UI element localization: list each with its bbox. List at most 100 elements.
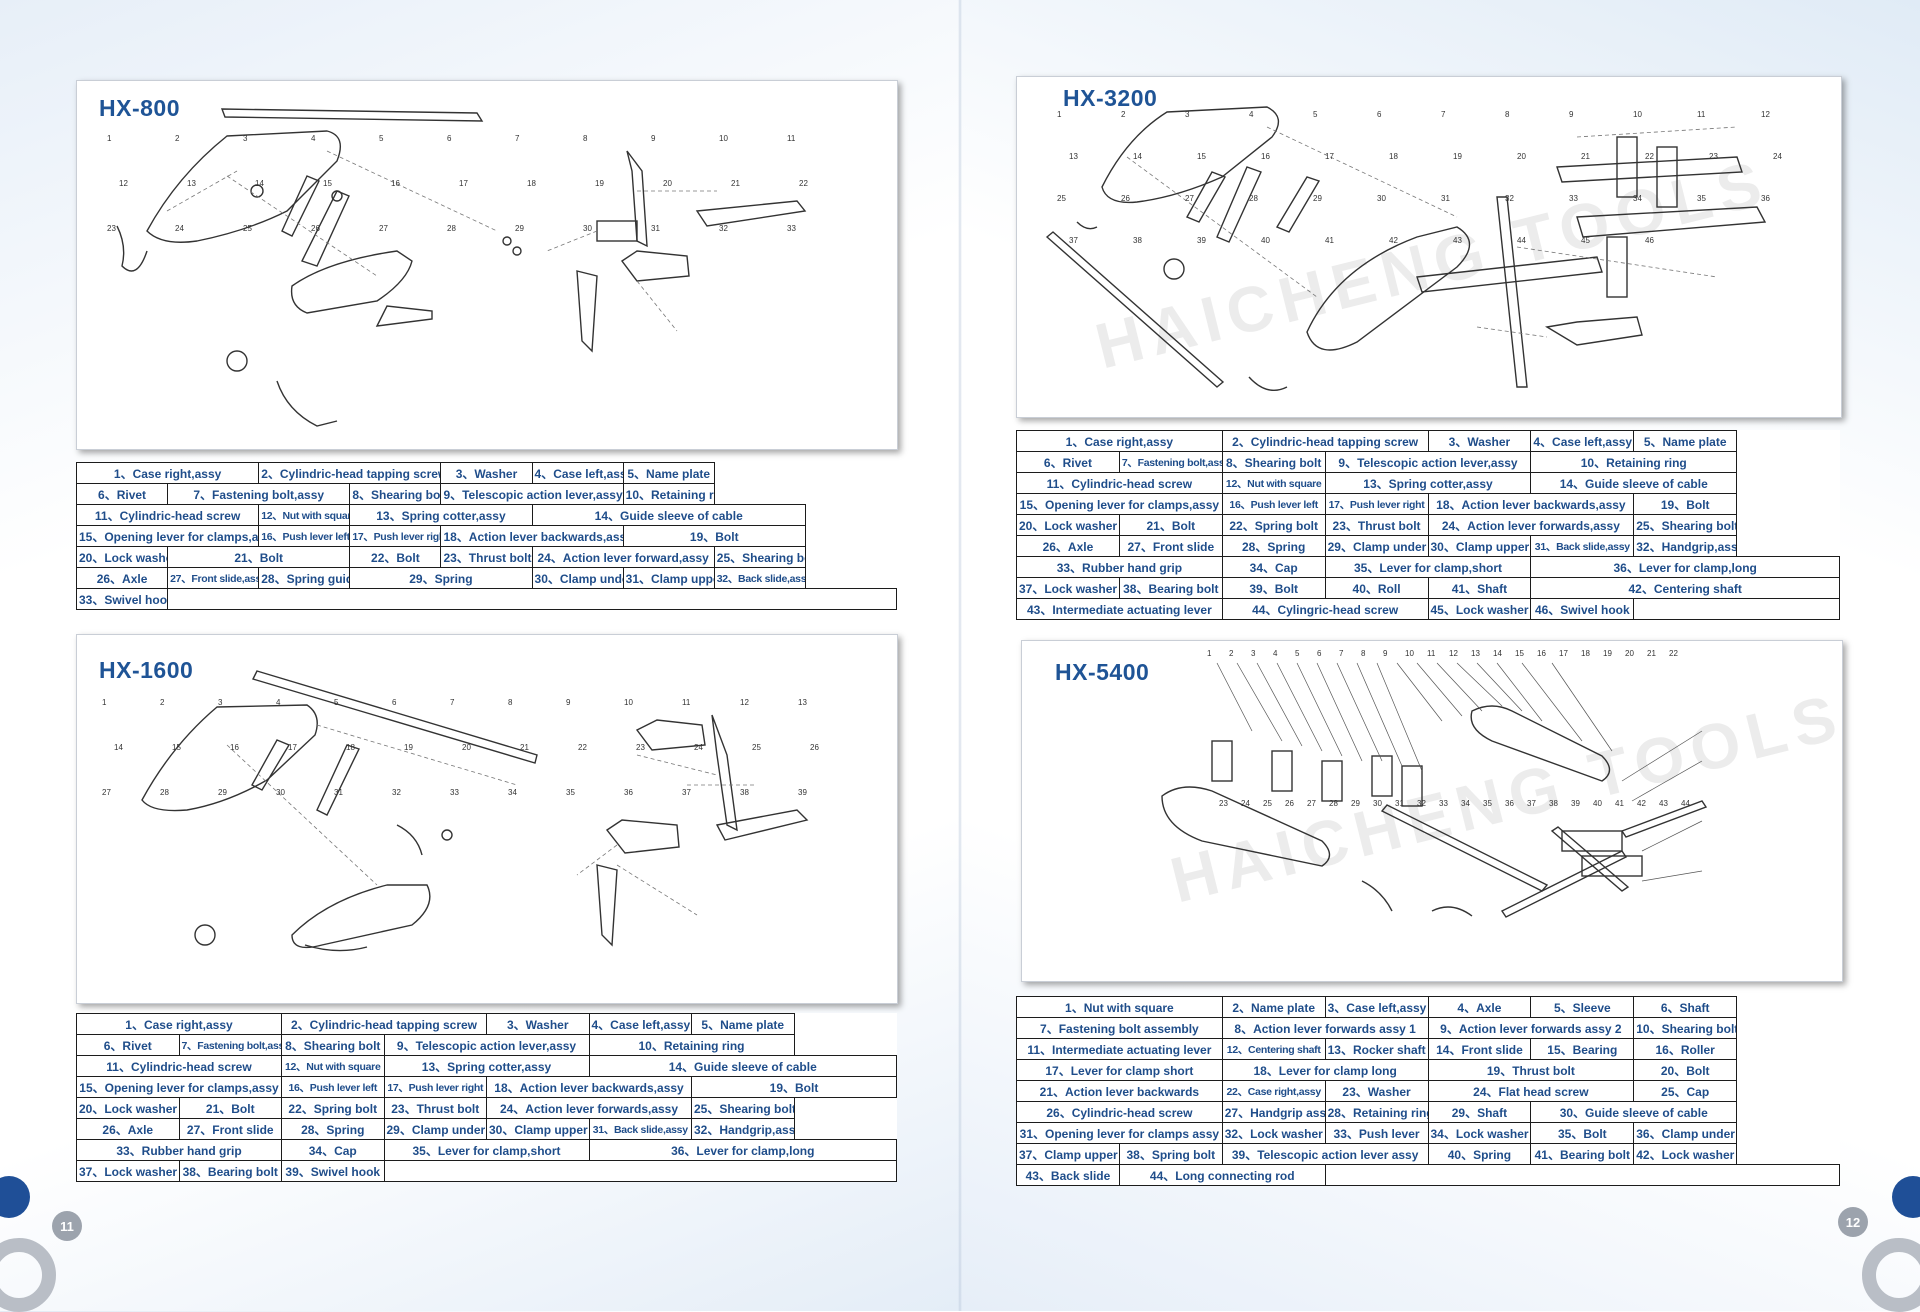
- part-cell: 21、Bolt: [167, 546, 351, 568]
- callout-number: 1: [102, 698, 107, 707]
- callout-number: 32: [719, 224, 728, 233]
- part-cell: 39、Swivel hook: [281, 1160, 385, 1182]
- callout-number: 23: [1219, 799, 1228, 808]
- callout-number: 15: [323, 179, 332, 188]
- part-cell: 3、Case left,assy: [1324, 996, 1429, 1018]
- part-cell: 12、Nut with square: [281, 1055, 385, 1077]
- callout-number: 33: [450, 788, 459, 797]
- hx800-parts-row: 33、Swivel hook: [75, 588, 897, 610]
- callout-number: 10: [1405, 649, 1414, 658]
- callout-number: 29: [515, 224, 524, 233]
- part-cell: 5、Name plate: [622, 462, 715, 484]
- part-cell: 43、Intermediate actuating lever: [1016, 598, 1223, 620]
- callout-number: 8: [1361, 649, 1366, 658]
- callout-number: 32: [1417, 799, 1426, 808]
- callout-number: 29: [1351, 799, 1360, 808]
- part-cell: 4、Case left,assy: [1530, 430, 1635, 452]
- callout-number: 27: [102, 788, 111, 797]
- callout-number: 33: [1569, 194, 1578, 203]
- callout-number: 19: [404, 743, 413, 752]
- part-cell: 39、Bolt: [1221, 577, 1326, 599]
- hx5400-diagram-panel: HX-5400 HAICHENG TOOLS: [1021, 640, 1843, 982]
- callout-number: 37: [682, 788, 691, 797]
- callout-number: 43: [1453, 236, 1462, 245]
- callout-number: 26: [311, 224, 320, 233]
- part-cell: 25、Shearing bolt: [691, 1097, 795, 1119]
- part-cell: 31、Back slide,assy: [1530, 535, 1635, 557]
- callout-number: 30: [276, 788, 285, 797]
- part-cell: 9、Telescopic action lever,assy: [1324, 451, 1532, 473]
- callout-number: 17: [288, 743, 297, 752]
- callout-number: 18: [527, 179, 536, 188]
- callout-number: 38: [1133, 236, 1142, 245]
- callout-number: 11: [1697, 110, 1706, 119]
- callout-number: 27: [379, 224, 388, 233]
- part-cell: 7、Fastening bolt,assy: [1118, 451, 1223, 473]
- hx3200-title: HX-3200: [1063, 85, 1158, 111]
- right-page-number: 12: [1838, 1207, 1868, 1237]
- part-cell: 21、Action lever backwards: [1016, 1080, 1223, 1102]
- callout-number: 20: [1517, 152, 1526, 161]
- part-cell: 4、Case left,assy: [531, 462, 624, 484]
- part-cell: 18、Action lever backwards,assy: [486, 1076, 692, 1098]
- callout-number: 20: [462, 743, 471, 752]
- part-cell: 6、Rivet: [76, 1034, 180, 1056]
- part-cell: 14、Guide sleeve of cable: [531, 504, 806, 526]
- callout-number: 5: [334, 698, 339, 707]
- callout-number: 9: [1383, 649, 1388, 658]
- callout-number: 4: [276, 698, 281, 707]
- callout-number: 13: [187, 179, 196, 188]
- callout-number: 37: [1069, 236, 1078, 245]
- part-cell: 3、Washer: [486, 1013, 590, 1035]
- part-cell: 11、Intermediate actuating lever: [1016, 1038, 1223, 1060]
- callout-number: 12: [1449, 649, 1458, 658]
- callout-number: 24: [175, 224, 184, 233]
- part-cell: 31、Opening lever for clamps assy: [1016, 1122, 1223, 1144]
- callout-number: 30: [1373, 799, 1382, 808]
- part-cell: 5、Sleeve: [1530, 996, 1635, 1018]
- callout-number: 5: [1295, 649, 1300, 658]
- part-cell: 26、Cylindric-head screw: [1016, 1101, 1223, 1123]
- part-cell: 41、Shaft: [1427, 577, 1532, 599]
- callout-number: 1: [107, 134, 112, 143]
- callout-number: 17: [1559, 649, 1568, 658]
- callout-number: 34: [1461, 799, 1470, 808]
- callout-number: 16: [1261, 152, 1270, 161]
- part-cell: 39、Telescopic action lever assy: [1221, 1143, 1429, 1165]
- part-cell: 31、Back slide,assy: [588, 1118, 692, 1140]
- callout-number: 6: [1377, 110, 1382, 119]
- callout-number: 29: [218, 788, 227, 797]
- callout-number: 41: [1325, 236, 1334, 245]
- callout-number: 31: [651, 224, 660, 233]
- part-cell: 42、Centering shaft: [1530, 577, 1840, 599]
- callout-number: 17: [459, 179, 468, 188]
- part-cell: 40、Roll: [1324, 577, 1429, 599]
- callout-number: 31: [334, 788, 343, 797]
- callout-number: 3: [218, 698, 223, 707]
- callout-number: 3: [1185, 110, 1190, 119]
- callout-number: 17: [1325, 152, 1334, 161]
- part-cell: 25、Shearing bolt: [713, 546, 806, 568]
- book-spine: [958, 0, 962, 1311]
- part-cell: 19、Thrust bolt: [1427, 1059, 1635, 1081]
- part-cell: 13、Spring cotter,assy: [1324, 472, 1532, 494]
- part-cell: 18、Action lever backwards,assy: [440, 525, 624, 547]
- callout-number: 19: [1603, 649, 1612, 658]
- callout-number: 8: [508, 698, 513, 707]
- part-cell: 35、Bolt: [1530, 1122, 1635, 1144]
- callout-number: 13: [798, 698, 807, 707]
- part-cell: 36、Lever for clamp,long: [1530, 556, 1840, 578]
- callout-number: 22: [1645, 152, 1654, 161]
- callout-number: 14: [1133, 152, 1142, 161]
- callout-number: 30: [1377, 194, 1386, 203]
